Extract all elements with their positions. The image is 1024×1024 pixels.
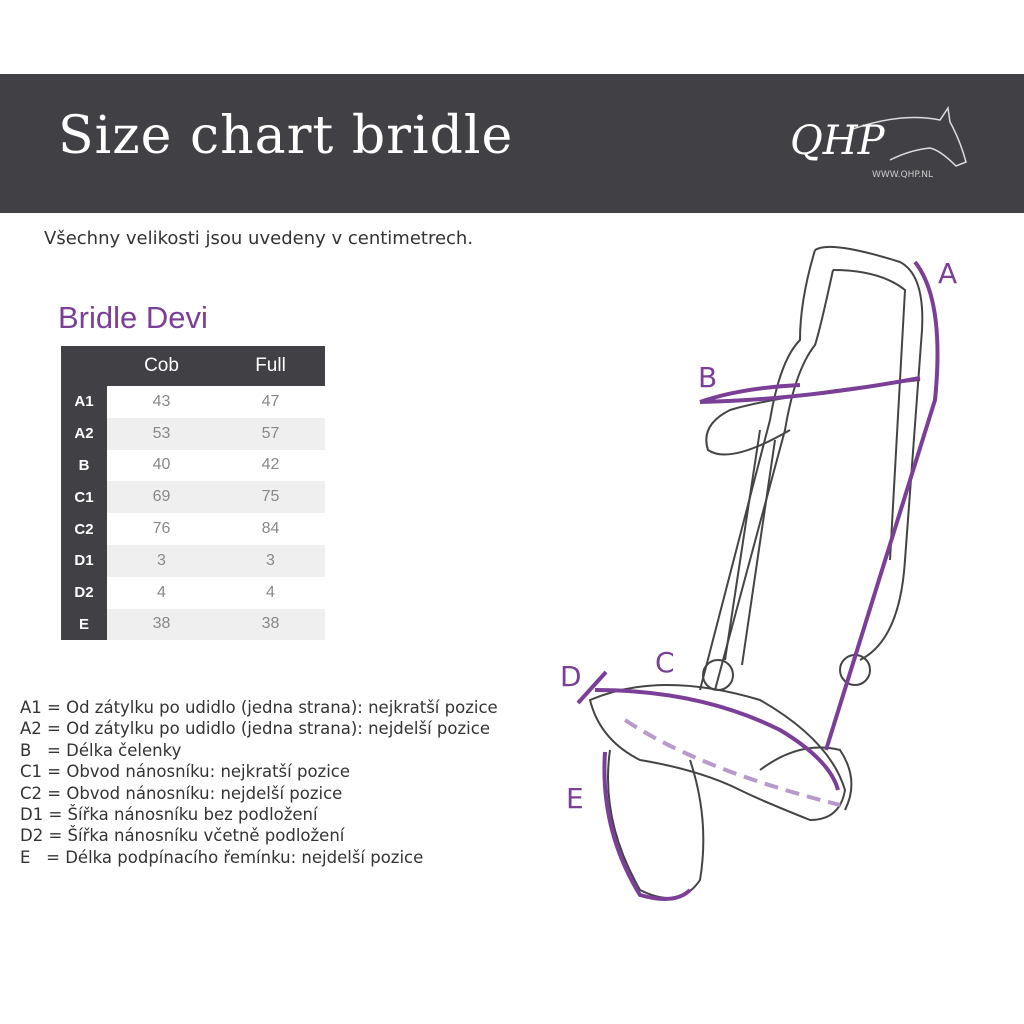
cob-value: 40 [152,456,171,474]
table-header-row: Cob Full [61,346,325,386]
legend-item: E = Délka podpínacího řemínku: nejdelší … [20,847,424,867]
full-value: 84 [261,520,280,538]
bridle-diagram: A B C D E [560,245,957,901]
cob-value: 3 [107,544,216,577]
column-header: Full [216,346,325,386]
full-value: 57 [216,417,325,450]
legend-item: C1 = Obvod nánosníku: nejkratší pozice [20,762,351,782]
row-label: D1 [61,544,107,577]
measure-c-line [594,688,840,791]
logo-url: WWW.QHP.NL [872,170,934,180]
label-c: C [655,646,675,679]
legend-item: A1 = Od zátylku po udidlo (jedna strana)… [20,698,498,717]
label-b: B [698,361,717,394]
column-header: Cob [107,346,216,386]
table-row: B 40 42 [61,449,325,482]
legend-item: C2 = Obvod nánosníku: nejdelší pozice [20,783,343,803]
row-label: E [61,608,107,641]
row-label: C2 [61,513,107,545]
cob-value: 76 [152,520,171,538]
measurement-lines [576,260,940,901]
cob-value: 69 [107,481,216,514]
measure-c2-dashed-line [623,718,841,807]
table-row: D2 4 4 [61,576,325,609]
cob-value: 38 [107,608,216,641]
table-corner [61,346,107,386]
measure-e-line [602,751,692,901]
measurement-legend: A1 = Od zátylku po udidlo (jedna strana)… [20,697,498,868]
legend-item: D1 = Šířka nánosníku bez podložení [20,805,318,825]
measure-b-line [699,376,921,404]
label-e: E [566,782,584,815]
header-banner [0,74,1024,213]
row-label: D2 [61,576,107,609]
table-row: A1 43 47 [61,386,325,418]
full-value: 3 [216,544,325,577]
qhp-logo: QHP WWW.QHP.NL [780,100,980,190]
row-label: A2 [61,417,107,450]
row-label: C1 [61,481,107,514]
bridle-outline [588,245,924,899]
legend-item: A2 = Od zátylku po udidlo (jedna strana)… [20,719,490,739]
full-value: 75 [216,481,325,514]
full-value: 4 [266,583,275,601]
measure-d-line [576,670,608,705]
row-label: B [61,449,107,482]
table-row: C2 76 84 [61,513,325,545]
full-value: 38 [216,608,325,641]
horse-head-icon [849,105,967,167]
full-value: 47 [261,392,280,410]
page-title: Size chart bridle [58,106,514,166]
cob-value: 43 [152,392,171,410]
row-label: A1 [61,386,107,418]
label-d: D [560,660,582,693]
legend-item: D2 = Šířka nánosníku včetně podložení [20,826,345,846]
cob-value: 53 [107,417,216,450]
label-a: A [938,257,957,290]
legend-item: B = Délka čelenky [20,740,182,760]
logo-text: QHP [790,118,885,164]
full-value: 42 [261,456,280,474]
cob-value: 4 [157,583,166,601]
units-note: Všechny velikosti jsou uvedeny v centime… [44,228,474,249]
measure-a-line [824,260,940,751]
table-title: Bridle Devi [58,300,208,335]
